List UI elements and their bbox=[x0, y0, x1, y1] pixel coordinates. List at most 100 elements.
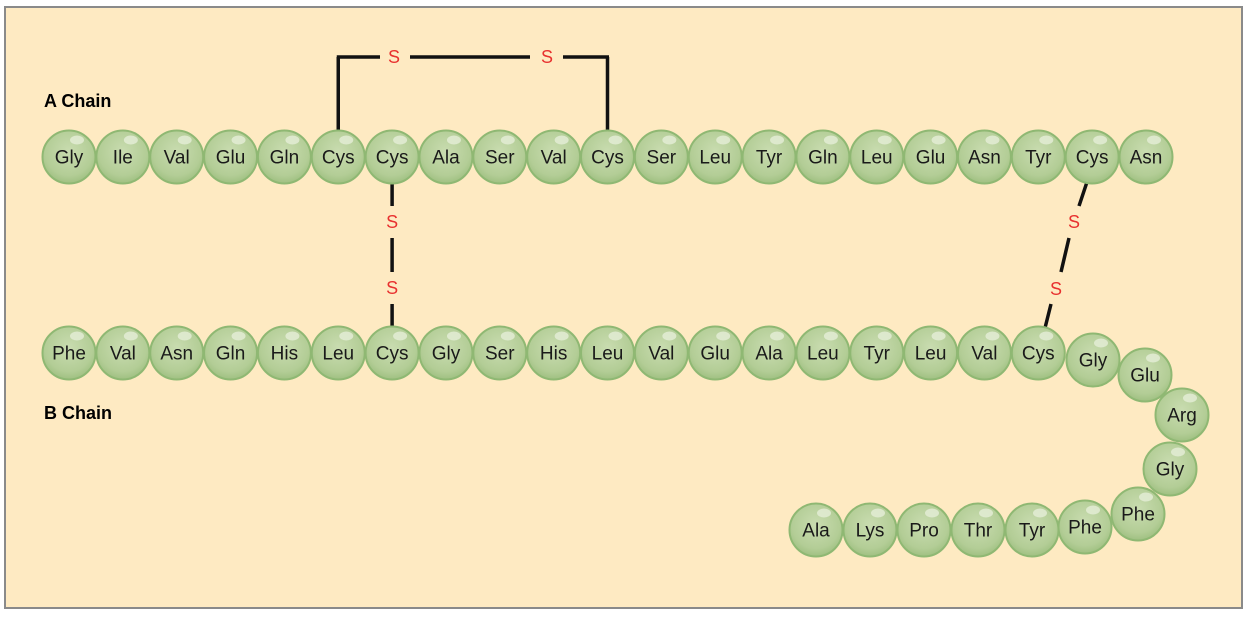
bond-a20-b19 bbox=[1077, 181, 1089, 207]
residue-label: Arg bbox=[1167, 406, 1197, 427]
residue-label: Pro bbox=[909, 521, 939, 542]
b-chain-residue-10: His bbox=[526, 325, 582, 381]
bead-highlight bbox=[231, 135, 246, 145]
a-chain-residue-21: Asn bbox=[1118, 129, 1174, 185]
residue-label: Tyr bbox=[864, 344, 891, 365]
bead-highlight bbox=[500, 331, 515, 341]
bead-highlight bbox=[608, 331, 623, 341]
residue-label: Thr bbox=[964, 521, 993, 542]
b-chain-residue-18: Val bbox=[956, 325, 1012, 381]
a-chain-residue-8: Ala bbox=[418, 129, 474, 185]
residue-label: Val bbox=[164, 148, 190, 169]
b-chain-residue-11: Leu bbox=[580, 325, 635, 381]
bead-highlight bbox=[1039, 135, 1054, 145]
a-chain-residue-19: Tyr bbox=[1010, 129, 1066, 185]
bead-highlight bbox=[716, 331, 731, 341]
residue-label: Gln bbox=[270, 148, 300, 169]
residue-label: Asn bbox=[1130, 148, 1163, 169]
bead-highlight bbox=[1039, 331, 1054, 341]
bead-highlight bbox=[177, 135, 192, 145]
b-chain-residue-8: Gly bbox=[418, 325, 474, 381]
b-chain-residue-21: Glu bbox=[1117, 347, 1173, 403]
bead-highlight bbox=[285, 331, 300, 341]
bead-highlight bbox=[554, 135, 569, 145]
b-chain-residue-28: Pro bbox=[896, 502, 952, 558]
bead-highlight bbox=[123, 331, 138, 341]
a-chain-residue-17: Glu bbox=[903, 129, 959, 185]
bead-highlight bbox=[123, 135, 138, 145]
b-chain-residue-1: Phe bbox=[41, 325, 97, 381]
a-chain-residue-4: Glu bbox=[203, 129, 259, 185]
bead-highlight bbox=[925, 508, 939, 518]
bead-highlight bbox=[1183, 393, 1197, 403]
b-chain-residue-23: Gly bbox=[1142, 441, 1198, 497]
bead-highlight bbox=[823, 331, 838, 341]
residue-label: Lys bbox=[856, 521, 885, 542]
residue-label: Tyr bbox=[756, 148, 783, 169]
residue-label: Leu bbox=[861, 148, 893, 169]
b-chain-residue-12: Val bbox=[633, 325, 689, 381]
b-chain-residue-5: His bbox=[256, 325, 312, 381]
bead-highlight bbox=[1093, 135, 1108, 145]
amino-acid-bead bbox=[1065, 332, 1121, 388]
b-chain-residue-25: Phe bbox=[1057, 499, 1113, 555]
residue-label: Val bbox=[971, 344, 997, 365]
b-chain-residue-27: Thr bbox=[950, 502, 1006, 558]
bead-highlight bbox=[877, 331, 892, 341]
bead-highlight bbox=[662, 331, 677, 341]
bead-highlight bbox=[931, 135, 946, 145]
residue-label: Tyr bbox=[1025, 148, 1052, 169]
a-chain-residue-18: Asn bbox=[956, 129, 1012, 185]
a-chain-residue-5: Gln bbox=[256, 129, 312, 185]
a-chain-residue-16: Leu bbox=[849, 129, 905, 185]
residue-label: Asn bbox=[968, 148, 1001, 169]
bead-highlight bbox=[1094, 338, 1108, 348]
residue-label: Cys bbox=[376, 344, 409, 365]
bead-highlight bbox=[662, 135, 677, 145]
residue-label: Cys bbox=[1022, 344, 1055, 365]
sulfur-atom: S bbox=[541, 47, 553, 67]
bead-highlight bbox=[177, 331, 192, 341]
amino-acid-bead bbox=[1118, 129, 1174, 185]
b-chain-residue-16: Tyr bbox=[849, 325, 905, 381]
residue-label: Gly bbox=[55, 148, 84, 169]
amino-acid-bead bbox=[1142, 441, 1198, 497]
amino-acid-bead bbox=[1010, 325, 1066, 381]
residue-label: Phe bbox=[52, 344, 86, 365]
residue-label: Gly bbox=[1156, 460, 1185, 481]
sulfur-atom: S bbox=[386, 278, 398, 298]
a-chain-label: A Chain bbox=[44, 91, 112, 111]
bead-highlight bbox=[871, 508, 885, 518]
bead-highlight bbox=[823, 135, 838, 145]
b-chain-residue-26: Tyr bbox=[1004, 502, 1060, 558]
a-chain-residue-2: Ile bbox=[95, 129, 151, 185]
b-chain-residue-29: Lys bbox=[842, 502, 898, 558]
residue-label: Val bbox=[648, 344, 674, 365]
residue-label: Leu bbox=[915, 344, 947, 365]
residue-label: Cys bbox=[322, 148, 355, 169]
bead-highlight bbox=[877, 135, 892, 145]
residue-label: Ala bbox=[802, 521, 830, 542]
a-chain-residue-11: Cys bbox=[580, 129, 635, 185]
b-chain-residue-20: Gly bbox=[1065, 332, 1121, 388]
residue-label: Phe bbox=[1068, 518, 1102, 539]
residue-label: Gly bbox=[432, 344, 461, 365]
bead-highlight bbox=[1086, 505, 1100, 515]
a-chain-residue-9: Ser bbox=[472, 129, 528, 185]
bead-highlight bbox=[231, 331, 246, 341]
b-chain-residue-9: Ser bbox=[472, 325, 528, 381]
residue-label: Ala bbox=[432, 148, 460, 169]
residue-label: Cys bbox=[591, 148, 624, 169]
a-chain-residue-20: Cys bbox=[1064, 129, 1120, 185]
b-chain-residue-4: Gln bbox=[203, 325, 259, 381]
residue-label: Phe bbox=[1121, 505, 1155, 526]
residue-label: Val bbox=[110, 344, 136, 365]
bead-highlight bbox=[770, 331, 785, 341]
residue-label: His bbox=[271, 344, 298, 365]
residue-label: Leu bbox=[322, 344, 354, 365]
residue-label: Glu bbox=[700, 344, 730, 365]
residue-label: Glu bbox=[1130, 366, 1160, 387]
bead-highlight bbox=[1139, 492, 1153, 502]
residue-label: Gln bbox=[216, 344, 246, 365]
